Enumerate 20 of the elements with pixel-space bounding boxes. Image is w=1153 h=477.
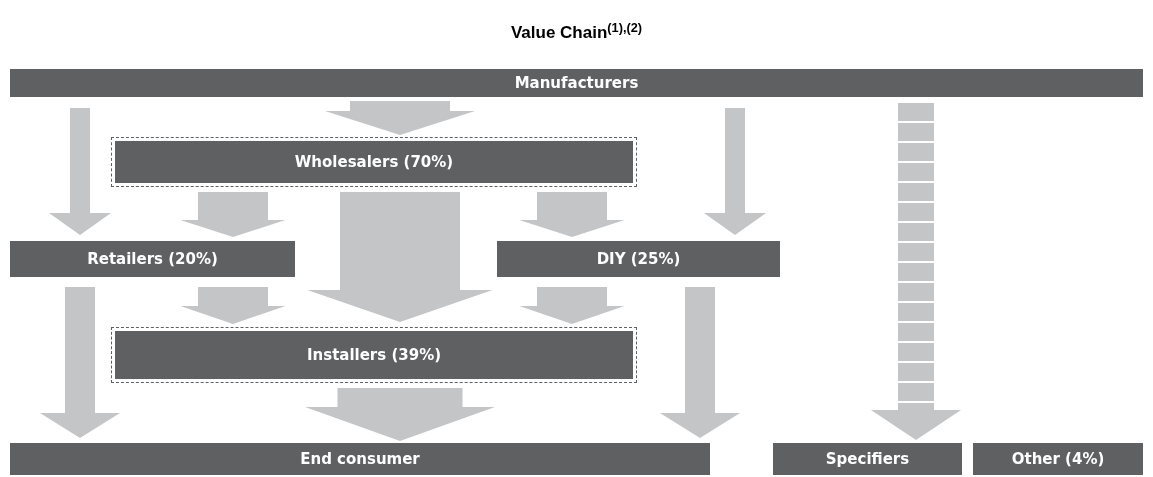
block-arrow xyxy=(49,108,111,235)
block-arrow xyxy=(660,287,740,438)
stage-bar: Installers (39%) xyxy=(115,331,633,379)
stage-bar: Specifiers xyxy=(773,443,962,475)
stage-bar: Retailers (20%) xyxy=(10,241,295,277)
stage-bar: Manufacturers xyxy=(10,69,1143,97)
stage-bar: Wholesalers (70%) xyxy=(115,141,633,183)
block-arrow xyxy=(871,103,961,440)
block-arrow xyxy=(307,192,493,322)
stage-bar: End consumer xyxy=(10,443,710,475)
block-arrow xyxy=(325,101,475,135)
stage-bar: Other (4%) xyxy=(973,443,1143,475)
block-arrow xyxy=(704,108,766,235)
block-arrow xyxy=(180,192,286,237)
block-arrow xyxy=(180,287,286,324)
block-arrow xyxy=(40,287,120,438)
diagram-title: Value Chain$^{(1),(2)}$ xyxy=(510,20,643,44)
stage-bar: DIY (25%) xyxy=(497,241,780,277)
block-arrow xyxy=(519,287,625,324)
block-arrow xyxy=(305,388,495,441)
